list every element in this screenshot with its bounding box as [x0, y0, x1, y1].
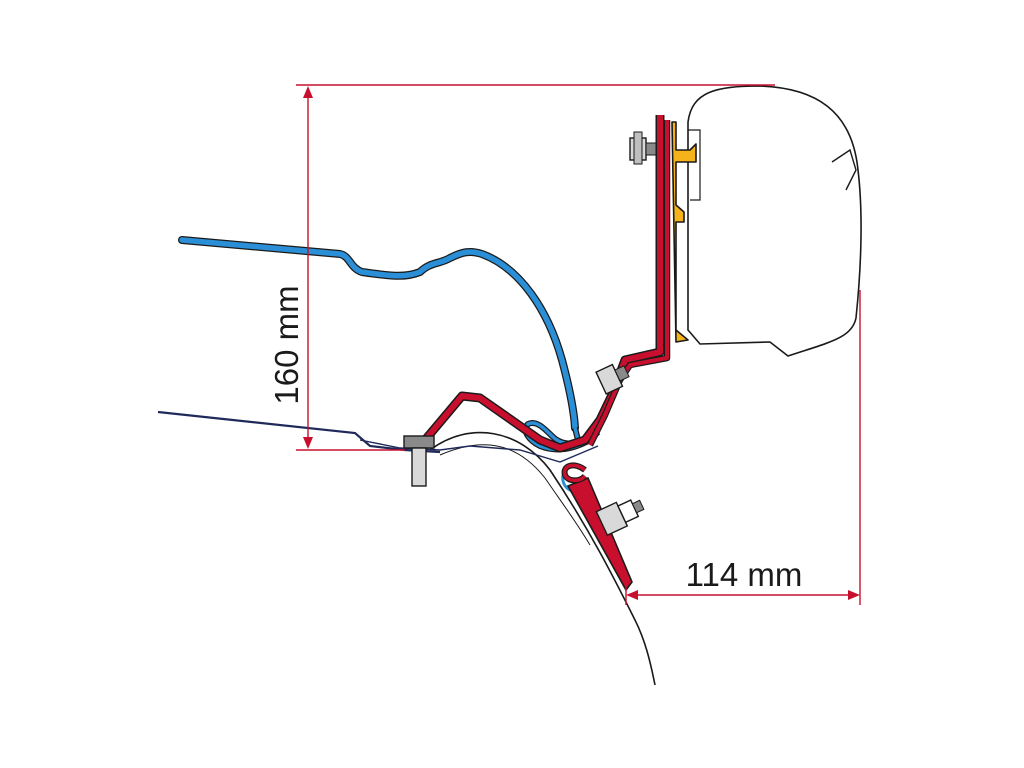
vehicle-body-outline	[429, 431, 656, 686]
dim-width-label: 114 mm	[686, 556, 803, 593]
bolt-roof	[403, 435, 435, 487]
awning-cassette	[687, 85, 862, 357]
dim-width-arrow-left	[626, 590, 638, 600]
vehicle-roof-line	[157, 410, 441, 454]
bolt-top	[629, 131, 657, 165]
adapter-bracket-second-plate	[587, 120, 671, 447]
dim-width-arrow-right	[848, 590, 860, 600]
dim-height-label: 160 mm	[268, 285, 305, 404]
bracket-hook-loop-fill	[562, 463, 587, 483]
roof-gutter-profile	[178, 236, 579, 432]
dim-height-arrow-bottom	[303, 437, 313, 449]
vehicle-roof-inner-line	[439, 444, 591, 546]
bolt-middle	[595, 363, 630, 395]
body-reinforcement-strip	[566, 476, 633, 592]
awning-cassette-inner-edge	[688, 129, 701, 201]
gutter-lower-strip	[359, 439, 599, 463]
adapter-bracket-second-plate-fill	[588, 120, 669, 446]
adapter-bracket	[411, 115, 665, 453]
awning-cassette-detail	[831, 148, 857, 191]
bolt-nut-right	[595, 499, 645, 537]
adapter-bracket-fill	[411, 115, 663, 451]
mounting-rail	[671, 121, 697, 343]
roof-gutter-profile-fill	[179, 237, 578, 431]
dim-height-arrow-top	[303, 86, 313, 98]
